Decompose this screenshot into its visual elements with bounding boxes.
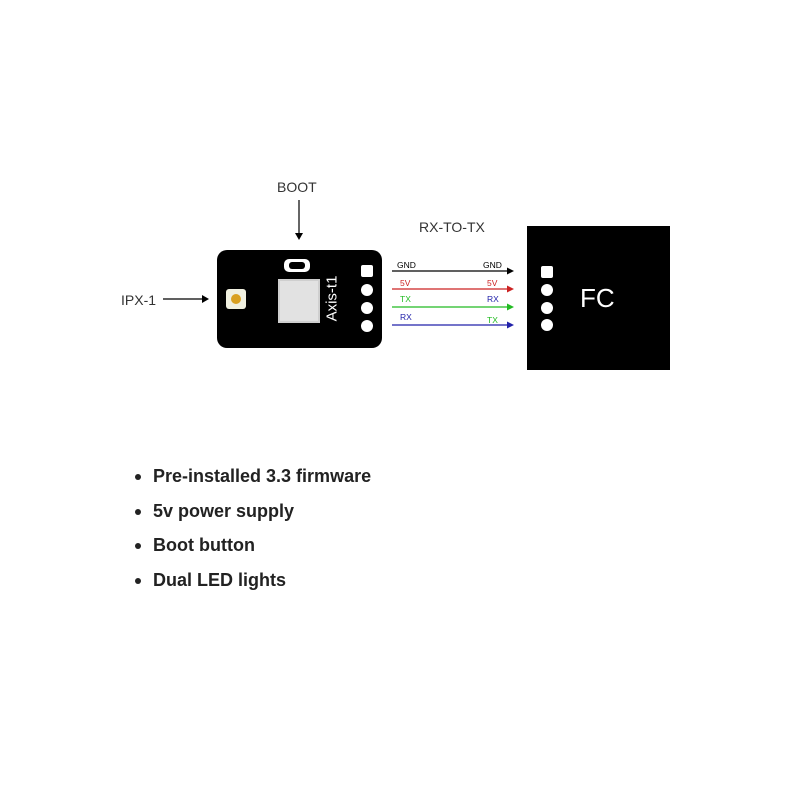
ipx-label: IPX-1 [121, 292, 157, 308]
boot-arrow [295, 200, 303, 240]
module-pin-tx [361, 302, 373, 314]
feature-item: Pre-installed 3.3 firmware [135, 466, 371, 501]
fc-pin-tx [541, 319, 553, 331]
wire-rx-tx-right: TX [487, 315, 498, 325]
flight-controller [527, 226, 670, 370]
feature-item: Boot button [135, 535, 371, 570]
wire-gnd-right: GND [483, 260, 502, 270]
fc-pin-5v [541, 284, 553, 296]
feature-item: Dual LED lights [135, 570, 371, 605]
fc-pin-rx [541, 302, 553, 314]
module-pin-rx [361, 320, 373, 332]
ipx-connector [226, 289, 246, 309]
receiver-module: Axis-t1 [217, 250, 382, 348]
wire-gnd-left: GND [397, 260, 416, 270]
chip [278, 279, 320, 323]
wire-tx-rx: TX RX [392, 294, 514, 311]
features-list: Pre-installed 3.3 firmware 5v power supp… [135, 466, 371, 604]
module-name: Axis-t1 [323, 275, 341, 322]
boot-label: BOOT [277, 179, 317, 195]
wire-5v-left: 5V [400, 278, 411, 288]
module-pin-gnd [361, 265, 373, 277]
wiring: GND GND 5V 5V TX RX RX TX [392, 260, 514, 329]
wire-tx-rx-right: RX [487, 294, 499, 304]
rx-to-tx-label: RX-TO-TX [419, 219, 485, 235]
boot-button [284, 259, 310, 272]
wire-5v: 5V 5V [392, 278, 514, 293]
ipx-arrow [163, 295, 209, 303]
module-pin-5v [361, 284, 373, 296]
wire-gnd: GND GND [392, 260, 514, 275]
fc-pin-gnd [541, 266, 553, 278]
fc-label: FC [580, 283, 615, 313]
wire-tx-rx-left: TX [400, 294, 411, 304]
feature-item: 5v power supply [135, 501, 371, 536]
wire-rx-tx-left: RX [400, 312, 412, 322]
wire-5v-right: 5V [487, 278, 498, 288]
wire-rx-tx: RX TX [392, 312, 514, 329]
